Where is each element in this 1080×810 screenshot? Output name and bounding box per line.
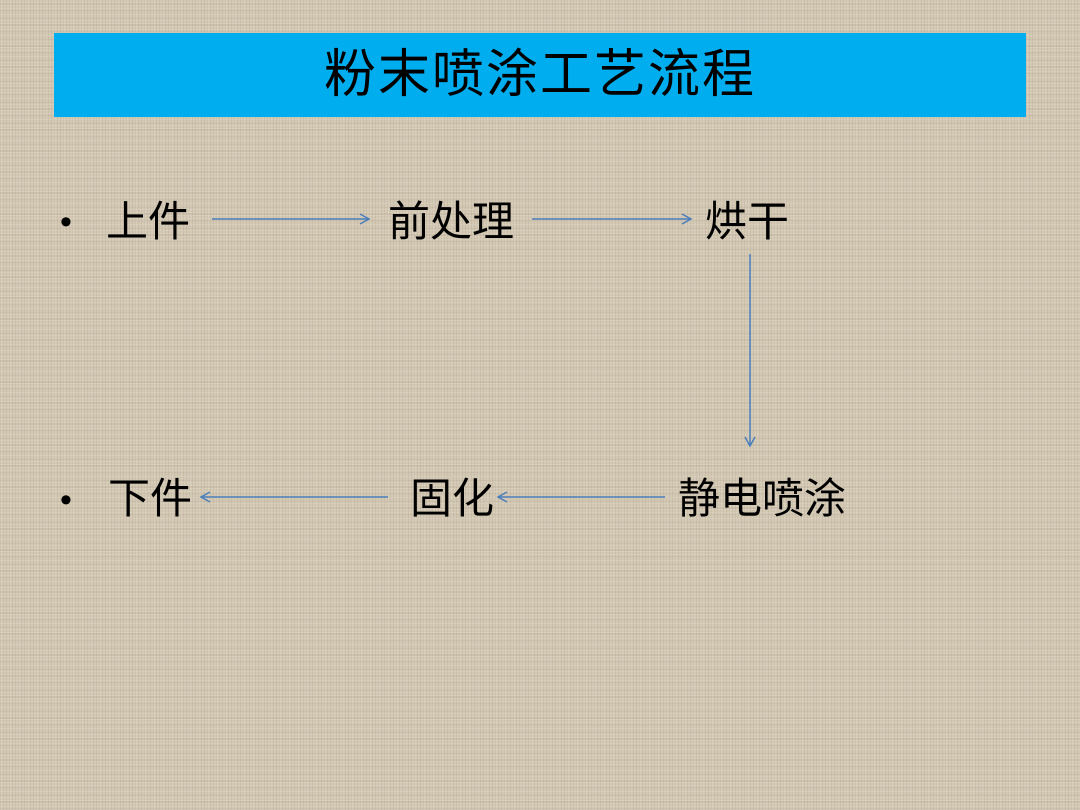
step-drying: 烘干 [705, 197, 790, 246]
title-bar: 粉末喷涂工艺流程 [54, 33, 1026, 117]
bullet-row-2: • [60, 481, 72, 519]
arrow-pretreatment-to-drying [532, 213, 693, 225]
step-loading: 上件 [106, 197, 191, 246]
step-electrostatic-spraying: 静电喷涂 [678, 474, 847, 523]
bullet-row-1: • [60, 203, 72, 241]
arrow-drying-to-spraying [744, 254, 756, 448]
arrow-loading-to-pretreatment [212, 213, 371, 225]
slide-title: 粉末喷涂工艺流程 [323, 45, 756, 105]
arrow-spraying-to-curing [496, 491, 665, 503]
step-curing: 固化 [410, 474, 495, 523]
step-unloading: 下件 [108, 474, 193, 523]
step-pretreatment: 前处理 [388, 197, 515, 246]
arrow-curing-to-unloading [199, 491, 388, 503]
